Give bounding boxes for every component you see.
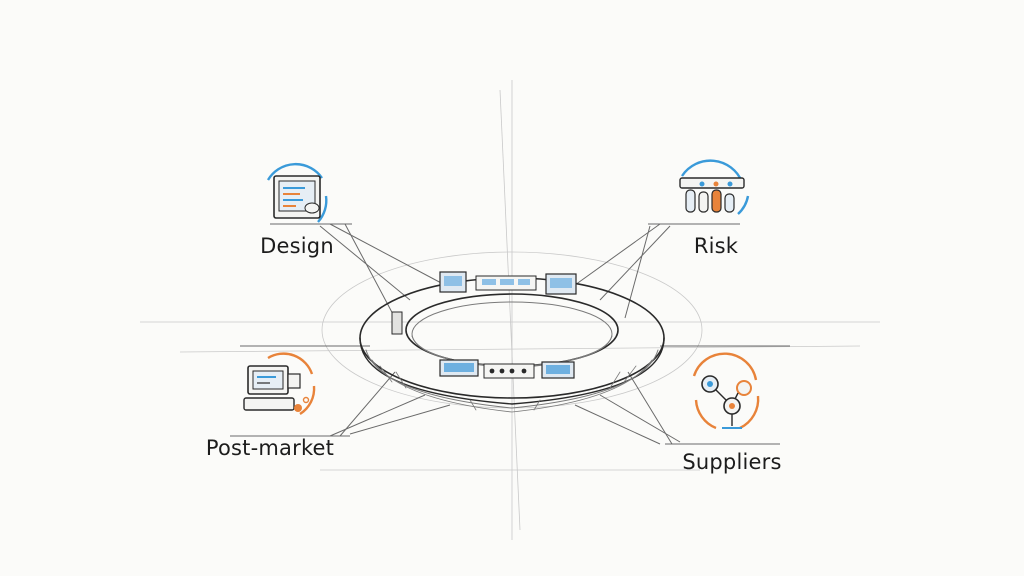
node-label-post-market: Post-market [206, 436, 334, 460]
node-suppliers: Suppliers [682, 352, 781, 474]
node-risk: Risk [679, 159, 750, 258]
lab-equipment-icon [679, 159, 750, 215]
node-label-suppliers: Suppliers [682, 450, 781, 474]
computer-printer-icon [243, 352, 316, 416]
ring-console-icon [359, 271, 665, 413]
node-post-market: Post-market [206, 352, 334, 460]
gear-network-icon [692, 352, 760, 430]
node-design: Design [260, 162, 334, 258]
monitor-document-icon [266, 162, 328, 223]
connector-lines [230, 223, 790, 445]
node-label-design: Design [260, 234, 334, 258]
node-label-risk: Risk [694, 234, 739, 258]
